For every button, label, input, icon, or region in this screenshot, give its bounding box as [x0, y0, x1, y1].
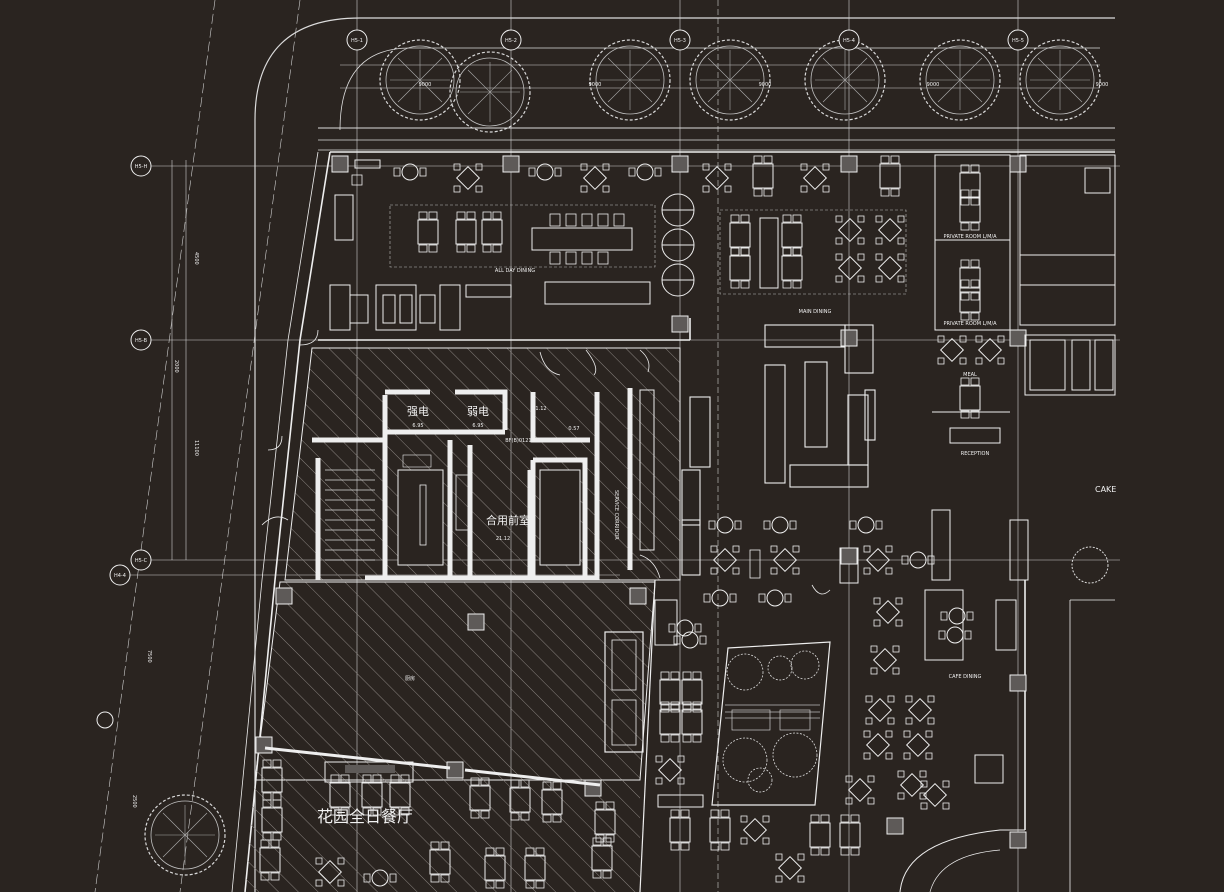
- dimension-text: 2500: [131, 795, 137, 808]
- zone-label: 花园全日餐厅: [317, 807, 413, 826]
- room-name: 弱电: [467, 405, 489, 418]
- dimension-text: 11100: [193, 440, 199, 456]
- dimension-text: 9000: [1096, 82, 1109, 88]
- core-labels: 强电 6.95 弱电 6.95 1.12 0.57 BF(B)01213 合用前…: [405, 405, 619, 682]
- dimensions-left: 4500 2000 11100 7500 2500: [131, 252, 199, 808]
- room-name: PRIVATE ROOM L/M/A: [943, 234, 997, 240]
- dimension-text: 9000: [419, 82, 432, 88]
- buffet-area: [681, 324, 876, 576]
- room-name: 合用前室: [486, 513, 530, 527]
- axis-label: H5-1: [351, 38, 363, 44]
- room-area: 6.95: [412, 423, 423, 429]
- middle-tables: [708, 509, 1029, 584]
- garden-courtyard: [711, 546, 1109, 806]
- axis-label: H4-4: [114, 573, 126, 579]
- dimension-text: 7500: [146, 650, 152, 663]
- zone-label: CAKE: [1095, 485, 1116, 494]
- dimension-text: 9000: [927, 82, 940, 88]
- room-name: PRIVATE ROOM L/M/A: [943, 321, 997, 327]
- axis-label: H5-2: [505, 38, 517, 44]
- dimension-text: 9000: [759, 82, 772, 88]
- dimension-text: 9000: [589, 82, 602, 88]
- site-boundary: [254, 17, 1115, 892]
- grid-axis-top: H5-1 H5-2 H5-3 H5-4 H5-5: [346, 29, 1029, 51]
- axis-label: H5-5: [1012, 38, 1024, 44]
- zone-label: MEAL: [963, 372, 977, 378]
- dimension-text: 2000: [173, 360, 179, 373]
- zone-label: MAIN DINING: [799, 309, 832, 315]
- garden-dining-zone: [259, 746, 861, 889]
- door-swings: [261, 329, 831, 595]
- grid-axis-left: H5-H H5-B H5-C H4-4: [96, 155, 152, 729]
- service-core: [245, 347, 1025, 892]
- room-area: 0.57: [568, 426, 579, 432]
- fire-rating-label: BF(B)01213: [505, 438, 535, 444]
- dimension-text: 4500: [193, 252, 199, 265]
- room-area: 21.12: [496, 536, 510, 542]
- axis-label: H5-C: [135, 558, 148, 564]
- room-name: SERVICE CORRIDOR: [613, 490, 619, 540]
- room-name: 强电: [407, 405, 429, 418]
- room-area: 6.95: [472, 423, 483, 429]
- top-dining-zone: ALL DAY DINING MAIN DINING: [329, 155, 907, 331]
- room-area: 1.12: [535, 406, 546, 412]
- axis-label: H5-3: [674, 38, 686, 44]
- axis-label: H5-H: [135, 164, 148, 170]
- zone-label: ALL DAY DINING: [495, 268, 535, 274]
- axis-label: H5-4: [843, 38, 855, 44]
- cafe-tables: [654, 589, 1017, 810]
- dimensions-top: 9000 9000 9000 9000 9000: [419, 82, 1109, 88]
- building-walls: [231, 151, 1115, 892]
- room-name: 厨房: [405, 675, 415, 682]
- private-rooms: [932, 154, 1116, 444]
- zone-label: CAFE DINING: [949, 674, 982, 680]
- axis-label: H5-B: [135, 338, 148, 344]
- zone-label: RECEPTION: [961, 451, 990, 457]
